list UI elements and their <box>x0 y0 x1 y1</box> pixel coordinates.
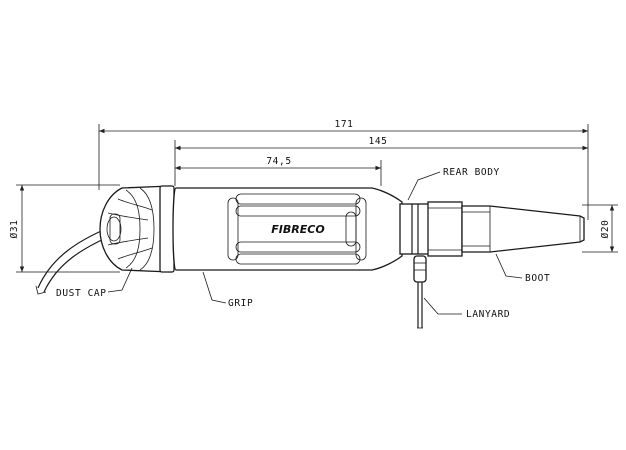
label-boot: BOOT <box>495 253 550 284</box>
boot-diameter-text: Ø20 <box>600 220 611 239</box>
dimension-grip: 74,5 <box>175 156 382 186</box>
dimension-cap-diameter: Ø31 <box>9 184 120 273</box>
boot-label: BOOT <box>525 273 550 284</box>
fiber-cable <box>37 227 109 289</box>
label-lanyard: LANYARD <box>423 297 510 320</box>
grip-label: GRIP <box>228 298 253 309</box>
lanyard <box>413 255 427 329</box>
label-grip: GRIP <box>202 271 253 309</box>
body-length-text: 145 <box>369 136 388 147</box>
brand-logo: FIBRECO <box>271 223 324 236</box>
overall-length-text: 171 <box>335 119 354 130</box>
rear-body-label: REAR BODY <box>443 167 500 178</box>
grip-length-text: 74,5 <box>266 156 291 167</box>
dimension-overall: 171 <box>98 119 589 220</box>
rear-body <box>399 201 463 257</box>
dimension-body: 145 <box>174 136 588 186</box>
lanyard-label: LANYARD <box>466 309 510 320</box>
dust-cap <box>99 185 175 273</box>
dust-cap-label: DUST CAP <box>56 288 107 299</box>
grip-body: FIBRECO <box>172 187 403 271</box>
cap-diameter-text: Ø31 <box>9 220 20 239</box>
boot <box>461 205 585 253</box>
dimension-boot-diameter: Ø20 <box>582 204 618 253</box>
label-rear-body: REAR BODY <box>407 167 500 201</box>
label-dust-cap: DUST CAP <box>56 267 133 299</box>
